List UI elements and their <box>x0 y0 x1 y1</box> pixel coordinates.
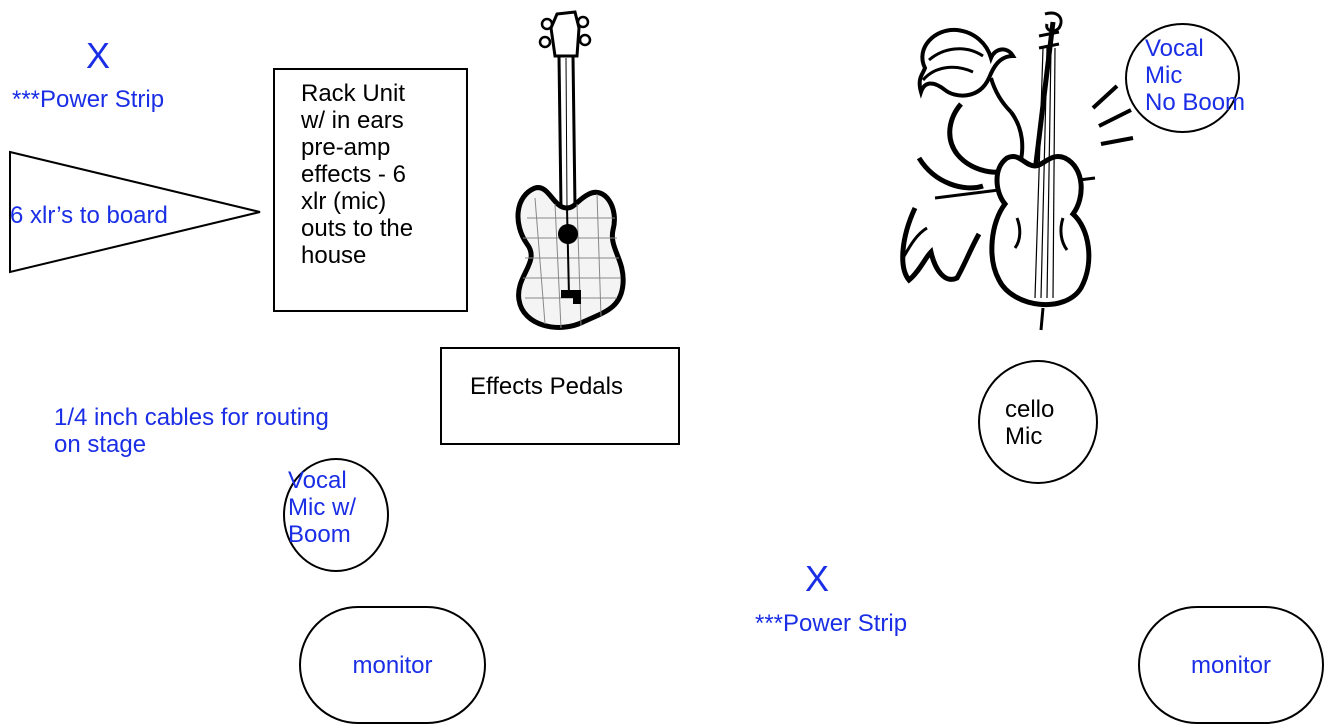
cable-note-line: on stage <box>54 431 147 458</box>
vocal-mic-boom-label: Vocal Mic w/ Boom <box>288 467 356 548</box>
rack-unit-text: Rack Unit w/ in ears pre-amp effects - 6… <box>301 80 413 269</box>
vocal-mic-boom-circle <box>283 458 389 572</box>
cello-mic-line: Mic <box>1005 423 1043 450</box>
monitor-right: monitor <box>1138 606 1324 724</box>
xlr-connector-label: 6 xlr’s to board <box>10 202 168 229</box>
cable-note: 1/4 inch cables for routing on stage <box>54 404 329 458</box>
rack-unit-line: xlr (mic) <box>301 188 387 215</box>
cello-mic-line: cello <box>1005 396 1055 423</box>
monitor-left: monitor <box>299 606 486 724</box>
monitor-right-label: monitor <box>1190 652 1272 679</box>
vocal-mic-no-boom-circle <box>1125 23 1240 133</box>
effects-pedals-box: Effects Pedals <box>440 347 680 445</box>
vocal-mic-no-boom-line: No Boom <box>1145 89 1246 116</box>
cello-mic-label: cello Mic <box>1005 396 1054 450</box>
effects-pedals-label: Effects Pedals <box>470 373 623 400</box>
rack-unit-line: Rack Unit <box>301 80 406 107</box>
rack-unit-line: house <box>301 242 367 269</box>
vocal-mic-no-boom-label: Vocal Mic No Boom <box>1145 35 1245 116</box>
cable-note-line: 1/4 inch cables for routing <box>54 404 329 431</box>
cellist-icon <box>900 11 1134 331</box>
rack-unit-line: w/ in ears <box>301 107 404 134</box>
vocal-mic-no-boom-line: Vocal <box>1145 35 1204 62</box>
cello-mic-circle <box>978 360 1098 484</box>
rack-unit-line: pre-amp <box>301 134 391 161</box>
power-strip-left-label: ***Power Strip <box>12 86 165 113</box>
rack-unit-box: Rack Unit w/ in ears pre-amp effects - 6… <box>273 68 468 312</box>
power-strip-left-mark: X <box>86 35 111 76</box>
power-strip-right-label: ***Power Strip <box>755 610 908 637</box>
vocal-mic-no-boom-line: Mic <box>1145 62 1183 89</box>
vocal-mic-boom-line: Mic w/ <box>288 494 356 521</box>
rack-unit-line: outs to the <box>301 215 414 242</box>
xlr-connector-shape <box>9 150 261 274</box>
vocal-mic-boom-line: Vocal <box>288 467 347 494</box>
rack-unit-line: effects - 6 <box>301 161 406 188</box>
guitar-icon <box>515 10 626 330</box>
monitor-left-label: monitor <box>352 652 433 679</box>
vocal-mic-boom-line: Boom <box>288 521 351 548</box>
power-strip-right-mark: X <box>805 558 830 599</box>
